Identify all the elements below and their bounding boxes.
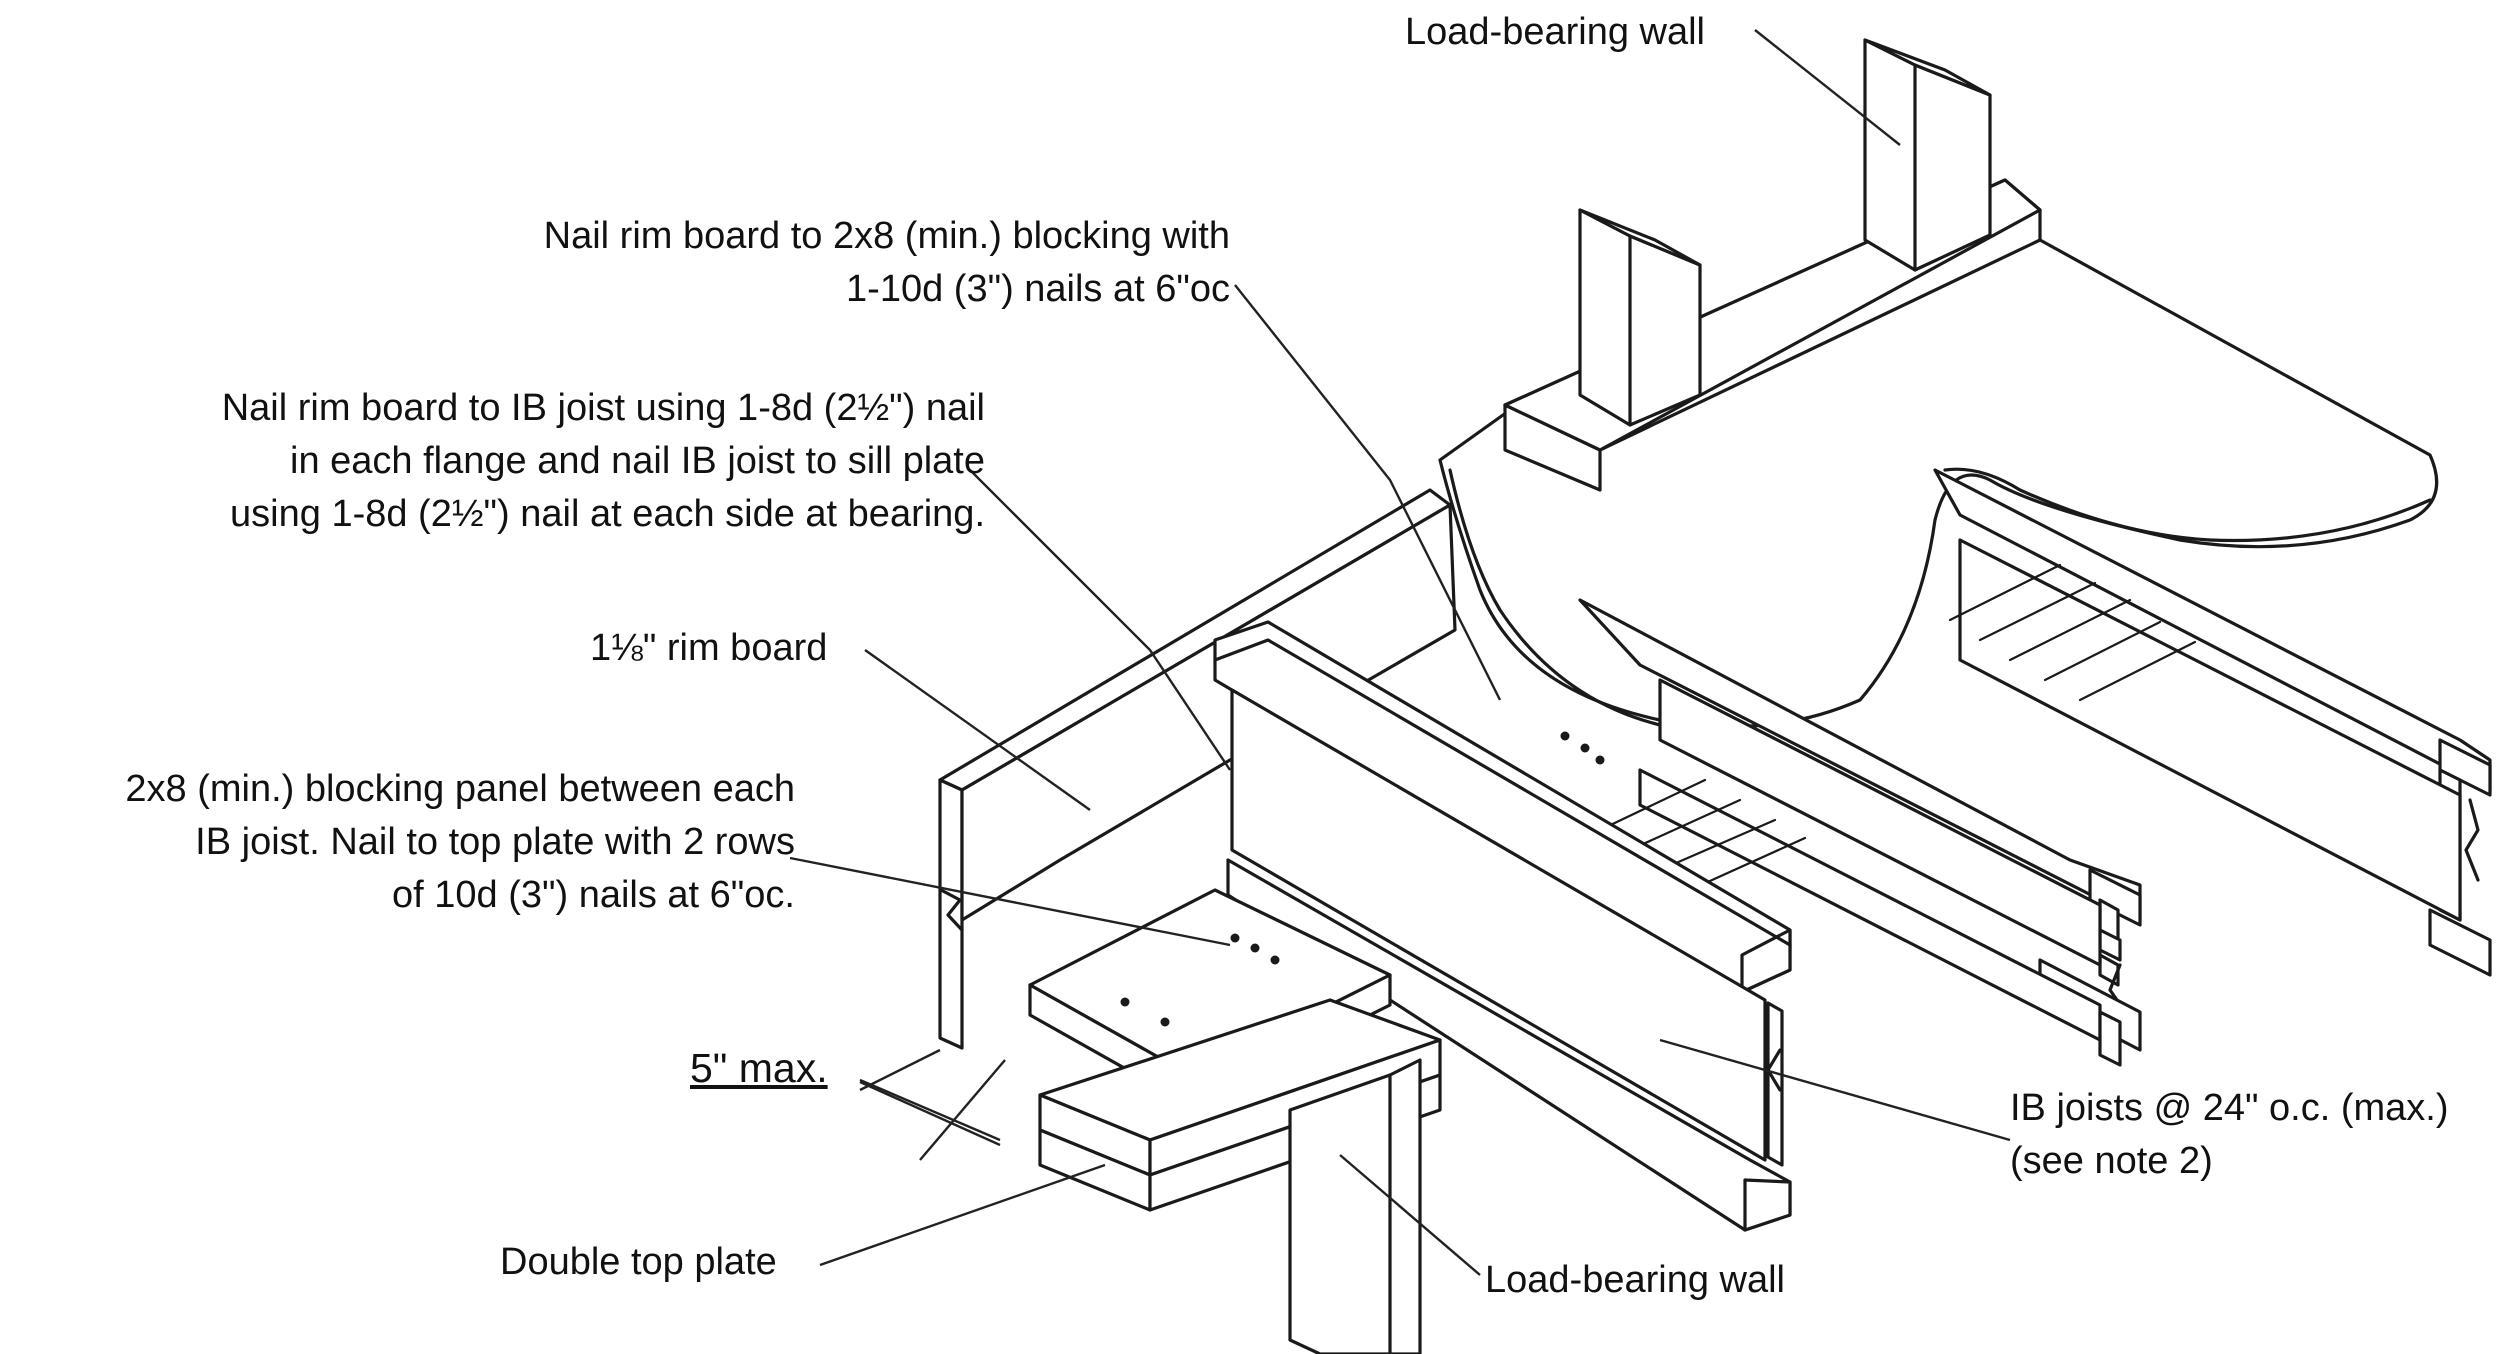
nail-dots (1120, 731, 1605, 1027)
label-rim-board: 1⅛" rim board (590, 627, 828, 669)
label-blocking-panel: 2x8 (min.) blocking panel between each I… (125, 768, 795, 916)
label-load-bearing-wall-top: Load-bearing wall (1405, 11, 1705, 53)
label-nail-rim-blocking: Nail rim board to 2x8 (min.) blocking wi… (543, 215, 1230, 310)
label-five-max: 5" max. (690, 1045, 828, 1091)
ib-joist-front (1213, 620, 1792, 1232)
lower-wall-stud (1288, 1058, 1422, 1354)
leader-lines (789, 29, 2011, 1276)
label-double-top-plate: Double top plate (500, 1241, 777, 1283)
ib-joist-middle (1578, 598, 2142, 1067)
upper-wall (1503, 38, 2042, 492)
label-nail-rim-joist: Nail rim board to IB joist using 1-8d (2… (221, 387, 985, 535)
label-ib-joists: IB joists @ 24" o.c. (max.) (see note 2) (2010, 1087, 2449, 1182)
rim-board (938, 488, 1457, 1050)
label-load-bearing-wall-bottom: Load-bearing wall (1485, 1259, 1785, 1301)
ib-joist-back (1933, 468, 2492, 977)
